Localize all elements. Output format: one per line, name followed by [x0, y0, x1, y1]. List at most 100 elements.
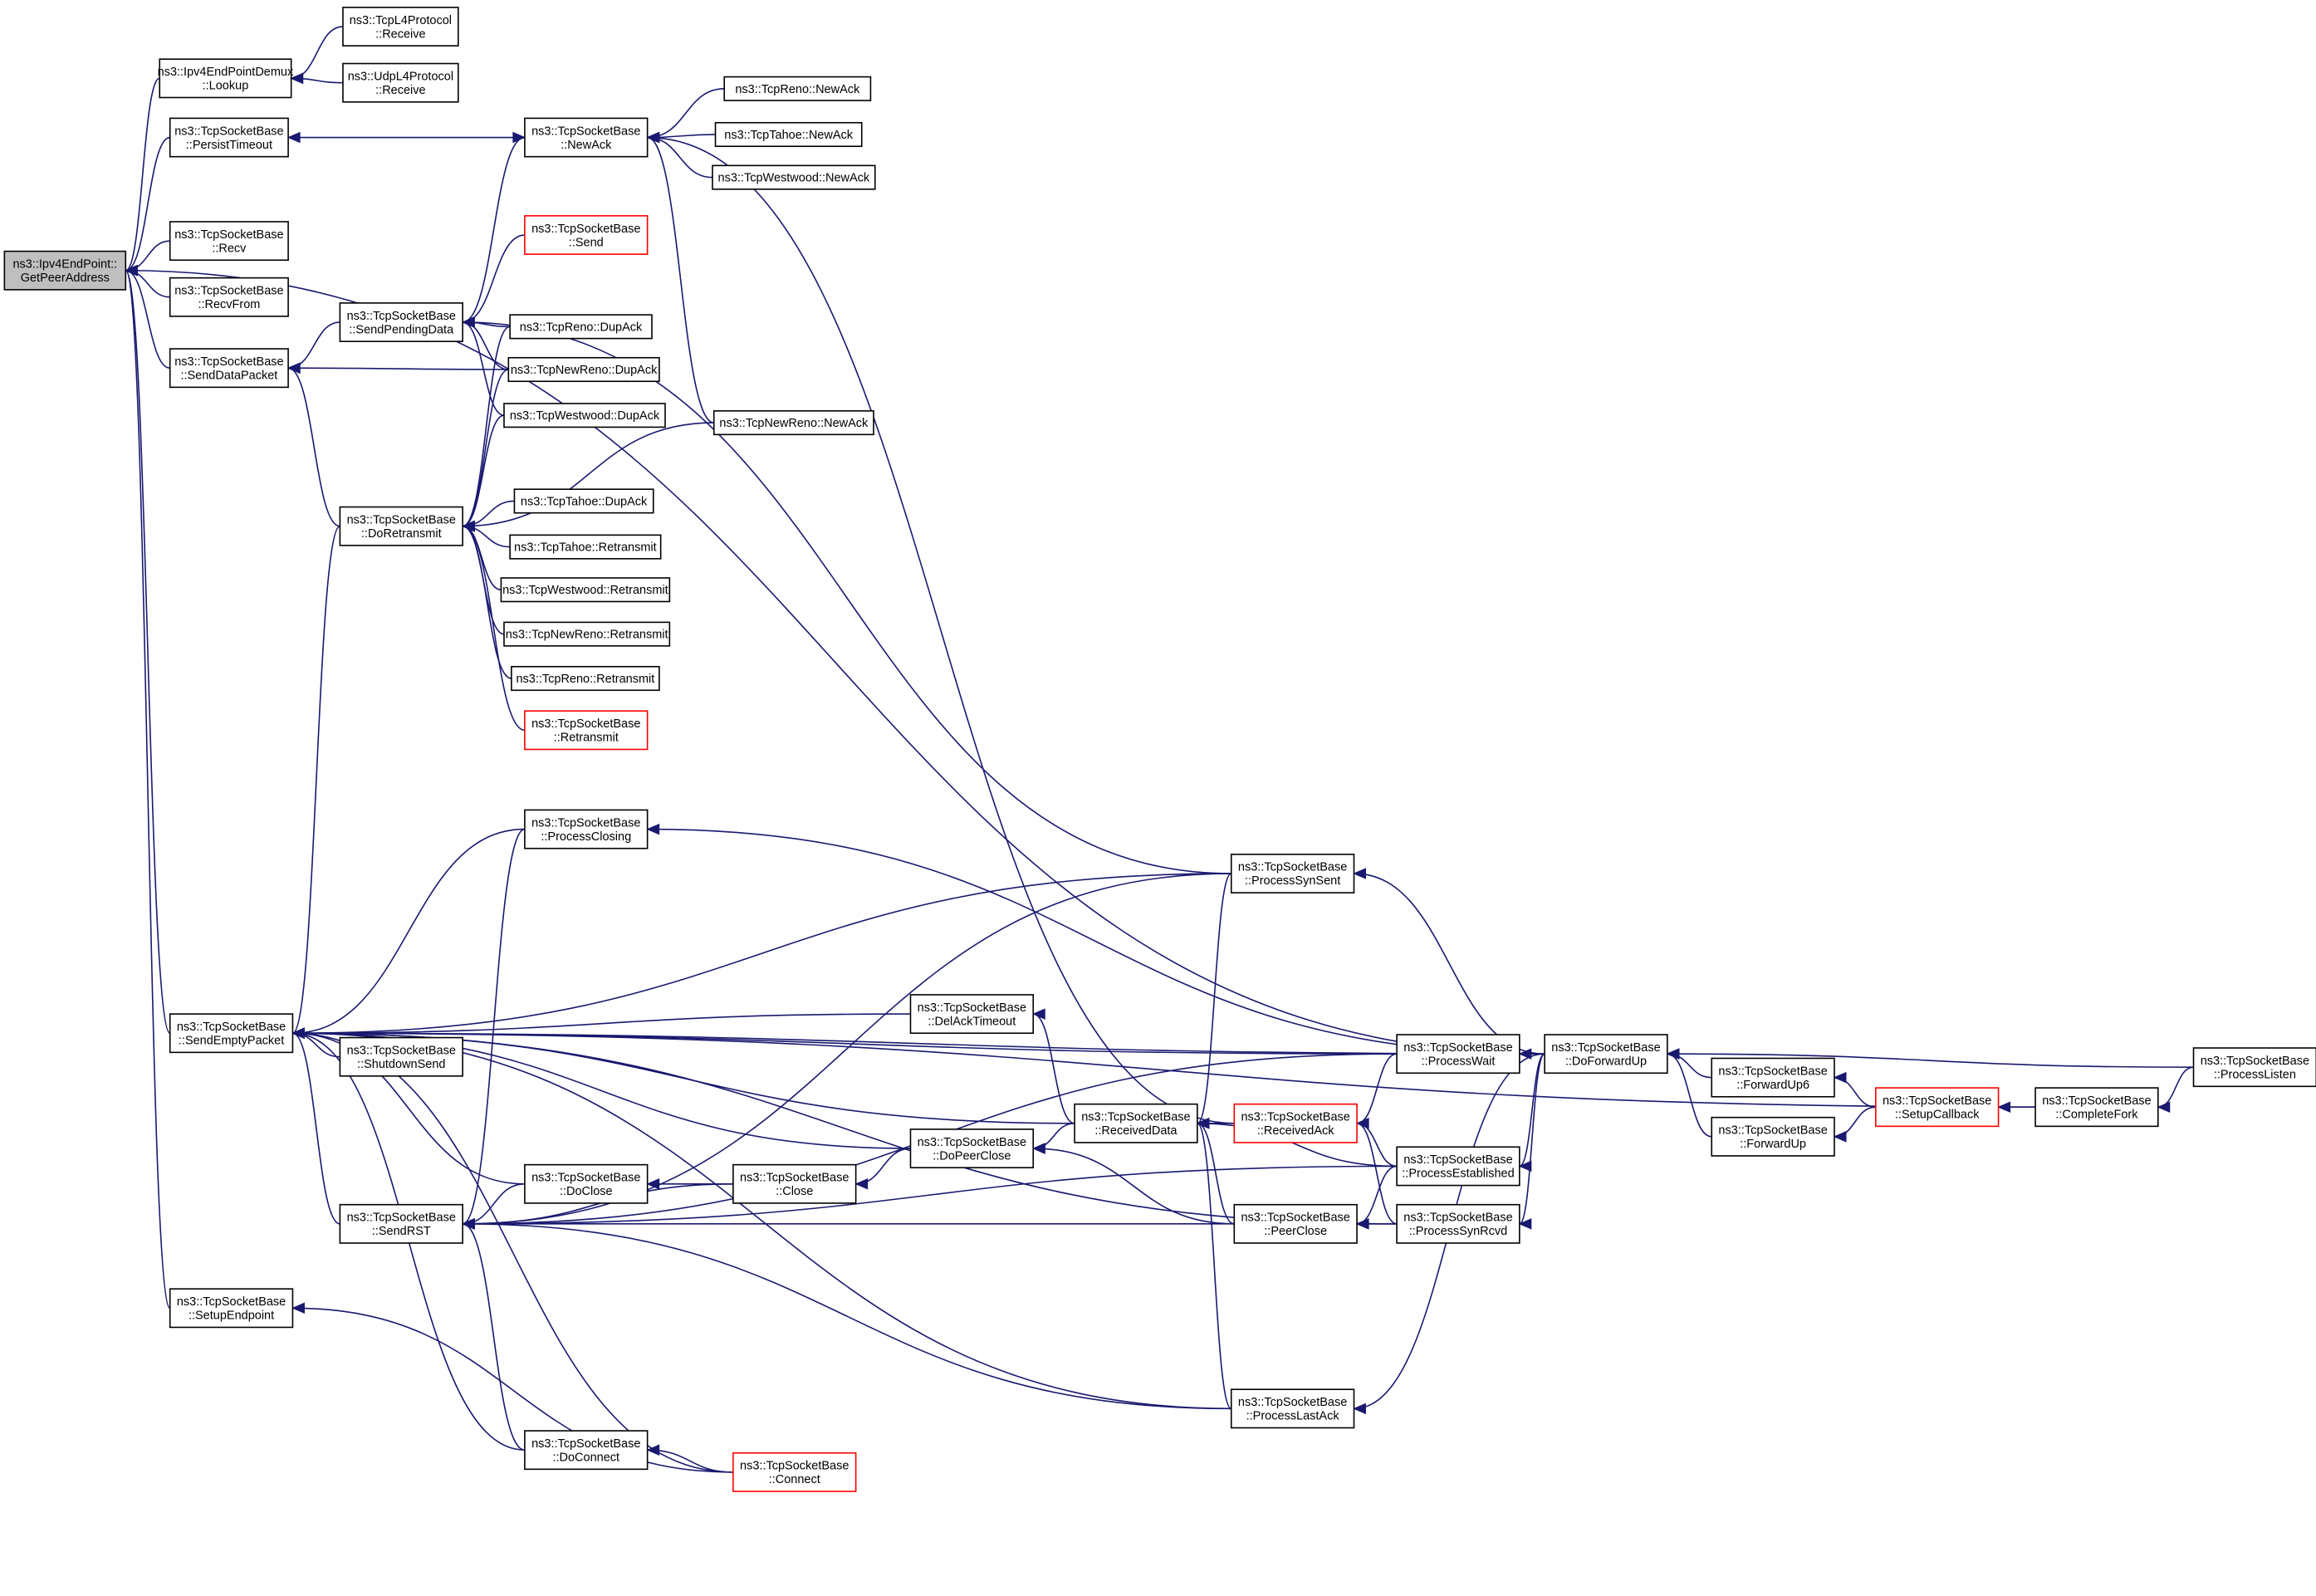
node-label-line: ns3::TcpTahoe::Retransmit — [514, 541, 657, 555]
node-connect[interactable]: ns3::TcpSocketBase::Connect — [732, 1452, 857, 1492]
node-renodupack[interactable]: ns3::TcpReno::DupAck — [509, 314, 653, 340]
node-recvfrom[interactable]: ns3::TcpSocketBase::RecvFrom — [169, 277, 289, 317]
node-udpl4[interactable]: ns3::UdpL4Protocol::Receive — [342, 62, 459, 103]
node-recv[interactable]: ns3::TcpSocketBase::Recv — [169, 221, 289, 262]
node-sendemptypacket[interactable]: ns3::TcpSocketBase::SendEmptyPacket — [169, 1013, 294, 1054]
node-newrenoretransmit[interactable]: ns3::TcpNewReno::Retransmit — [503, 621, 671, 647]
node-label-line: ns3::TcpSocketBase — [174, 355, 283, 369]
node-label-line: ns3::TcpSocketBase — [918, 1001, 1026, 1015]
node-close[interactable]: ns3::TcpSocketBase::Close — [732, 1163, 857, 1204]
node-box — [503, 403, 666, 428]
node-box — [342, 62, 459, 103]
node-renoretransmit[interactable]: ns3::TcpReno::Retransmit — [511, 665, 660, 692]
node-tahoedupack[interactable]: ns3::TcpTahoe::DupAck — [513, 488, 654, 514]
node-doforwardup[interactable]: ns3::TcpSocketBase::DoForwardUp — [1544, 1034, 1668, 1075]
node-processestablished[interactable]: ns3::TcpSocketBase::ProcessEstablished — [1396, 1146, 1520, 1187]
node-label-line: ns3::TcpSocketBase — [1403, 1041, 1512, 1055]
node-doconnect[interactable]: ns3::TcpSocketBase::DoConnect — [524, 1430, 649, 1471]
node-processsynsent[interactable]: ns3::TcpSocketBase::ProcessSynSent — [1230, 854, 1355, 893]
node-label-line: ns3::TcpSocketBase — [1241, 1212, 1349, 1225]
node-westwooddupack[interactable]: ns3::TcpWestwood::DupAck — [503, 403, 666, 428]
node-label-line: ::DoForwardUp — [1565, 1055, 1647, 1068]
node-baseretransmit[interactable]: ns3::TcpSocketBase::Retransmit — [524, 710, 649, 751]
node-westwoodretransmit[interactable]: ns3::TcpWestwood::Retransmit — [500, 577, 671, 603]
node-box — [712, 164, 876, 190]
node-setupendpoint[interactable]: ns3::TcpSocketBase::SetupEndpoint — [169, 1288, 294, 1329]
node-box — [2192, 1047, 2316, 1088]
arrowhead — [1355, 1218, 1369, 1230]
node-box — [1544, 1034, 1668, 1075]
arrowhead — [1666, 1048, 1680, 1060]
node-newrenonewack[interactable]: ns3::TcpNewReno::NewAck — [712, 410, 874, 436]
node-peerclose[interactable]: ns3::TcpSocketBase::PeerClose — [1233, 1203, 1358, 1244]
node-persist[interactable]: ns3::TcpSocketBase::PersistTimeout — [169, 117, 289, 158]
arrowhead — [286, 131, 301, 144]
arrowhead — [1997, 1101, 2011, 1113]
node-processlastack[interactable]: ns3::TcpSocketBase::ProcessLastAck — [1230, 1388, 1355, 1429]
node-doclose[interactable]: ns3::TcpSocketBase::DoClose — [524, 1163, 649, 1204]
node-label-line: ns3::TcpSocketBase — [1238, 1396, 1347, 1409]
node-label-line: ns3::TcpWestwood::NewAck — [718, 172, 870, 185]
node-processwait[interactable]: ns3::TcpSocketBase::ProcessWait — [1396, 1034, 1520, 1075]
edge-lookup-to-gpa — [125, 77, 160, 272]
node-label-line: ns3::TcpSocketBase — [1081, 1111, 1190, 1124]
node-gpa[interactable]: ns3::Ipv4EndPoint::GetPeerAddress — [3, 250, 127, 291]
edge-receiveddata-to-dopeerclose — [1033, 1123, 1075, 1149]
node-forwardup6[interactable]: ns3::TcpSocketBase::ForwardUp6 — [1711, 1057, 1835, 1098]
edge-doforwardup-to-sendemptypacket — [292, 1032, 1545, 1055]
edge-sendrst-to-sendemptypacket — [292, 1032, 340, 1225]
node-westwoodnewack[interactable]: ns3::TcpWestwood::NewAck — [712, 164, 876, 190]
node-tahoenewack[interactable]: ns3::TcpTahoe::NewAck — [714, 121, 863, 148]
node-box — [524, 117, 649, 158]
node-sendrst[interactable]: ns3::TcpSocketBase::SendRST — [339, 1203, 463, 1244]
edge-processsynrcvd-to-sendemptypacket — [292, 1032, 1398, 1225]
node-label-line: ::ForwardUp6 — [1736, 1079, 1809, 1092]
node-processclosing[interactable]: ns3::TcpSocketBase::ProcessClosing — [524, 809, 649, 849]
node-processsynrcvd[interactable]: ns3::TcpSocketBase::ProcessSynRcvd — [1396, 1203, 1520, 1244]
edge-newrenonewack-to-newack — [647, 136, 714, 423]
node-dopeerclose[interactable]: ns3::TcpSocketBase::DoPeerClose — [909, 1128, 1035, 1169]
node-doretransmit[interactable]: ns3::TcpSocketBase::DoRetransmit — [339, 506, 463, 546]
node-box — [723, 76, 872, 101]
node-box — [339, 1203, 463, 1244]
edge-processlisten-to-doforwardup — [1667, 1053, 2194, 1068]
node-tcpl4[interactable]: ns3::TcpL4Protocol::Receive — [342, 7, 459, 47]
node-renonewack[interactable]: ns3::TcpReno::NewAck — [723, 76, 872, 101]
node-shutdownsend[interactable]: ns3::TcpSocketBase::ShutdownSend — [339, 1036, 463, 1077]
node-label-line: ::RecvFrom — [198, 298, 260, 311]
edge-westwoodretransmit-to-doretransmit — [462, 525, 502, 591]
node-label-line: ns3::TcpSocketBase — [347, 1044, 456, 1057]
node-label-line: ::DoRetransmit — [361, 527, 442, 541]
node-lookup[interactable]: ns3::Ipv4EndPointDemux::Lookup — [158, 58, 294, 99]
node-send[interactable]: ns3::TcpSocketBase::Send — [524, 215, 649, 255]
node-completefork[interactable]: ns3::TcpSocketBase::CompleteFork — [2034, 1087, 2159, 1128]
arrowhead — [1518, 1218, 1532, 1230]
edge-sendpending-to-senddatapacket — [288, 321, 340, 370]
node-label-line: ::SendDataPacket — [180, 369, 277, 382]
node-newack[interactable]: ns3::TcpSocketBase::NewAck — [524, 117, 649, 158]
node-setupcallback[interactable]: ns3::TcpSocketBase::SetupCallback — [1875, 1087, 2000, 1128]
node-receivedack[interactable]: ns3::TcpSocketBase::ReceivedAck — [1233, 1103, 1358, 1143]
arrowhead — [291, 1027, 305, 1039]
node-senddatapacket[interactable]: ns3::TcpSocketBase::SendDataPacket — [169, 348, 289, 389]
node-receiveddata[interactable]: ns3::TcpSocketBase::ReceivedData — [1074, 1103, 1198, 1143]
nodes-layer: ns3::Ipv4EndPoint::GetPeerAddress ns3::Ip… — [3, 7, 2316, 1492]
edge-baseretransmit-to-doretransmit — [462, 525, 526, 732]
node-label-line: ns3::TcpSocketBase — [1718, 1065, 1827, 1078]
node-label-line: ns3::TcpSocketBase — [531, 1437, 640, 1451]
node-label-line: ::SendPendingData — [349, 323, 454, 336]
node-processlisten[interactable]: ns3::TcpSocketBase::ProcessListen — [2192, 1047, 2316, 1088]
edge-westwoodnewack-to-newack — [647, 136, 712, 179]
edge-tcpl4-to-lookup — [291, 26, 344, 80]
node-label-line: ns3::TcpNewReno::Retransmit — [506, 629, 668, 642]
node-delacktimeout[interactable]: ns3::TcpSocketBase::DelAckTimeout — [909, 994, 1035, 1035]
node-forwardup[interactable]: ns3::TcpSocketBase::ForwardUp — [1711, 1116, 1835, 1157]
node-tahoeretransmit[interactable]: ns3::TcpTahoe::Retransmit — [509, 534, 662, 560]
node-box — [1074, 1103, 1198, 1143]
node-sendpending[interactable]: ns3::TcpSocketBase::SendPendingData — [339, 302, 463, 342]
node-box — [169, 117, 289, 158]
node-newrenodupack[interactable]: ns3::TcpNewReno::DupAck — [507, 356, 660, 383]
node-box — [1233, 1203, 1358, 1244]
arrowhead — [1031, 1143, 1045, 1154]
